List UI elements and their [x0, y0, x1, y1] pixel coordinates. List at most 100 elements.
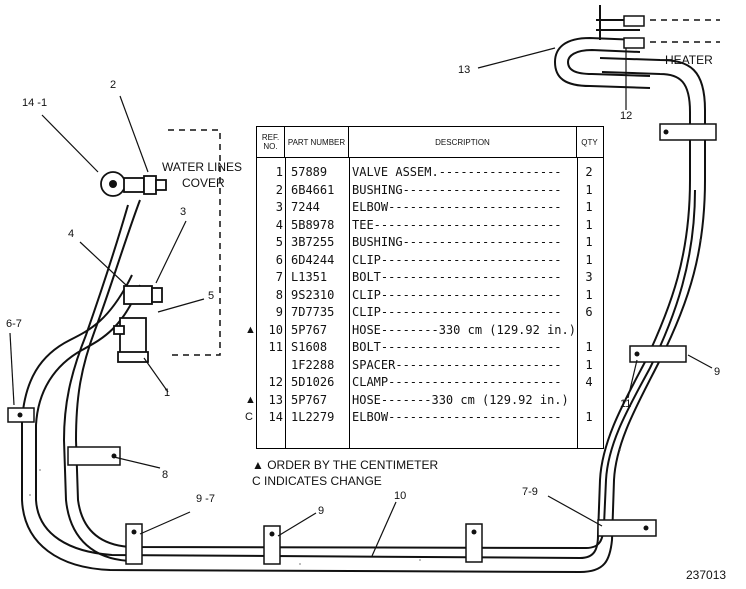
- callout-7-9: 7-9: [522, 486, 538, 498]
- qty-cell: 2: [585, 165, 593, 179]
- callout-12: 12: [620, 110, 633, 122]
- table-row: 12 5D1026 CLAMP------------------------ 4: [257, 375, 603, 391]
- ref-cell: 4: [275, 217, 283, 232]
- ref-cell: 11: [268, 340, 283, 354]
- qty-cell: 1: [585, 235, 593, 249]
- description-cell: ELBOW------------------------: [352, 200, 562, 214]
- callout-10: 10: [394, 490, 407, 502]
- qty-cell: 1: [585, 182, 593, 197]
- callout-6-7: 6-7: [6, 318, 22, 330]
- table-row: 2 6B4661 BUSHING---------------------- 1: [257, 183, 603, 199]
- description-cell: CLAMP------------------------: [352, 375, 562, 389]
- description-cell: BUSHING----------------------: [352, 182, 562, 197]
- callout-11: 11: [620, 398, 632, 410]
- water-lines-label: WATER LINES: [162, 160, 243, 174]
- description-cell: BOLT-------------------------: [352, 340, 562, 354]
- part-number-cell: 7D7735: [291, 305, 335, 319]
- clip-9d: [597, 519, 657, 537]
- part-number-cell: 5D1026: [291, 375, 335, 389]
- heater-loop: [553, 36, 651, 89]
- figure-number: 237013: [686, 568, 727, 582]
- clip-9c: [465, 523, 483, 563]
- hose-13-inner: [62, 204, 133, 562]
- clamp-12a: [623, 15, 645, 27]
- qty-cell: 6: [585, 305, 593, 319]
- description-cell: CLIP-------------------------: [352, 287, 562, 302]
- ref-cell: 12: [268, 375, 283, 389]
- qty-cell: 3: [585, 270, 593, 284]
- description-cell: HOSE--------330 cm (129.92 in.): [352, 322, 576, 337]
- description-cell: TEE--------------------------: [352, 217, 562, 232]
- ref-cell: 2: [275, 182, 283, 197]
- clip-11: [629, 345, 687, 363]
- part-number-cell: 7244: [291, 200, 320, 214]
- part-number-cell: 6B4661: [291, 182, 335, 197]
- part-number-cell: 3B7255: [291, 235, 335, 249]
- header-ref: REF. NO.: [257, 127, 285, 157]
- heater-label: HEATER: [665, 53, 713, 67]
- qty-cell: 1: [585, 357, 593, 372]
- ref-cell: 14: [268, 410, 283, 424]
- callout-9-bottom: 9: [318, 505, 325, 517]
- callout-3: 3: [180, 206, 187, 218]
- description-cell: CLIP-------------------------: [352, 252, 562, 267]
- ref-cell: 13: [268, 392, 283, 407]
- qty-cell: 1: [585, 340, 593, 354]
- clip-8: [67, 446, 121, 466]
- cover-label: COVER: [182, 176, 225, 190]
- row-marker: ▲: [245, 323, 256, 336]
- ref-cell: 8: [275, 287, 283, 302]
- qty-cell: 1: [585, 217, 593, 232]
- callout-5: 5: [208, 290, 215, 302]
- table-row: 3 7244 ELBOW------------------------ 1: [257, 200, 603, 216]
- part-number-cell: 57889: [291, 165, 328, 179]
- heater-loop-inner: [566, 48, 651, 77]
- callout-9-7: 9 -7: [196, 493, 215, 505]
- callout-1: 1: [164, 387, 171, 399]
- callout-8: 8: [162, 469, 169, 481]
- callout-9-right: 9: [714, 366, 721, 378]
- ref-cell: 1: [275, 165, 283, 179]
- callout-13: 13: [458, 64, 471, 76]
- qty-cell: 1: [585, 410, 593, 424]
- description-cell: CLIP-------------------------: [352, 305, 562, 319]
- legend-order-note: ▲ ORDER BY THE CENTIMETER: [252, 458, 439, 472]
- description-cell: SPACER-----------------------: [352, 357, 562, 372]
- part-number-cell: 5P767: [291, 392, 328, 407]
- callout-14-1: 14 -1: [22, 97, 48, 109]
- ref-cell: 10: [268, 322, 283, 337]
- qty-cell: 1: [585, 252, 593, 267]
- callout-4: 4: [68, 228, 75, 240]
- qty-cell: 1: [585, 287, 593, 302]
- part-number-cell: L1351: [291, 270, 328, 284]
- ref-cell: 7: [275, 270, 283, 284]
- bushing-2: [143, 175, 157, 195]
- qty-cell: 4: [585, 375, 593, 389]
- legend-change-note: C INDICATES CHANGE: [252, 474, 382, 488]
- table-row: 10 5P767 HOSE--------330 cm (129.92 in.): [257, 323, 603, 339]
- ref-cell: 3: [275, 200, 283, 214]
- description-cell: BUSHING----------------------: [352, 235, 562, 249]
- row-marker: ▲: [245, 393, 256, 406]
- header-description: DESCRIPTION: [349, 127, 577, 157]
- part-number-cell: 6D4244: [291, 252, 335, 267]
- header-part: PART NUMBER: [285, 127, 349, 157]
- part-number-cell: 5P767: [291, 322, 328, 337]
- description-cell: BOLT-------------------------: [352, 270, 562, 284]
- clip-9b: [263, 525, 281, 565]
- clip-9e: [659, 123, 717, 141]
- part-number-cell: 1F2288: [291, 357, 335, 372]
- qty-cell: 1: [585, 200, 593, 214]
- part-number-cell: 1L2279: [291, 410, 335, 424]
- hose-10-outer: [21, 57, 706, 574]
